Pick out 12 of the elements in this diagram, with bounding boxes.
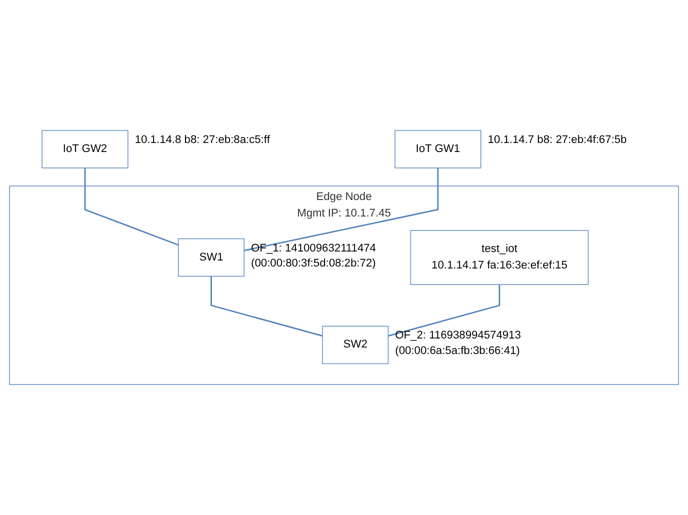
node-caption: 10.1.14.7 b8: 27:eb:4f:67:5b bbox=[488, 132, 628, 148]
node-caption: OF_2: 116938994574913 (00:00:6a:5a:fb:3b:66:41) bbox=[395, 328, 522, 359]
node-box: IoT GW1 bbox=[394, 130, 482, 168]
connector bbox=[244, 168, 439, 252]
connector bbox=[84, 168, 179, 246]
node-caption: 10.1.14.8 b8: 27:eb:8a:c5:ff bbox=[134, 132, 271, 148]
node-box: IoT GW2 bbox=[42, 130, 128, 168]
node-box: SW1 bbox=[178, 238, 244, 277]
connector bbox=[388, 284, 500, 337]
connector bbox=[210, 276, 323, 337]
node-box: SW2 bbox=[322, 326, 389, 364]
node-box: test_iot 10.1.14.17 fa:16:3e:ef:ef:15 bbox=[410, 230, 589, 285]
